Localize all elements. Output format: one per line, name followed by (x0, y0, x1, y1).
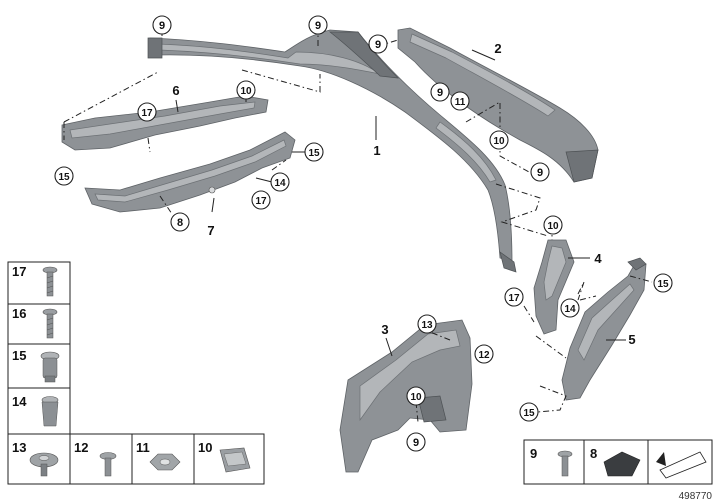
callout-10-mid: 10 (489, 130, 509, 150)
fastener-10-speed-nut-icon (219, 447, 251, 473)
callout-15-bracket: 15 (304, 142, 324, 162)
part-4-bracket (533, 239, 575, 335)
fastener-17-screw-icon (42, 266, 58, 297)
callout-8: 8 (170, 212, 190, 232)
callout-9-top-mid: 9 (308, 15, 328, 35)
legend-label-10: 10 (198, 440, 212, 455)
callout-17-right: 17 (504, 287, 524, 307)
fastener-legend-left: 17 16 15 14 13 12 11 10 (7, 261, 265, 485)
callout-9-right: 9 (530, 162, 550, 182)
callout-label: 11 (455, 97, 466, 108)
callout-label: 9 (159, 20, 165, 32)
callout-label: 17 (508, 293, 520, 304)
fastener-9-screw-icon (557, 450, 573, 477)
callout-label: 8 (177, 217, 183, 229)
part-number-7: 7 (207, 223, 214, 238)
callout-9-mid: 9 (430, 82, 450, 102)
fastener-14-clip-icon (41, 396, 59, 427)
callout-label: 9 (375, 39, 381, 51)
callout-15-right: 15 (653, 273, 673, 293)
callout-label: 9 (537, 167, 543, 179)
callout-label: 10 (547, 221, 559, 232)
callout-17-bracket: 17 (137, 102, 157, 122)
dash-leaders (63, 26, 653, 423)
callout-label: 14 (564, 304, 576, 315)
part-7-rail (84, 131, 296, 213)
part-number-6: 6 (172, 83, 179, 98)
callout-17-lower: 17 (251, 190, 271, 210)
part-symbol-icon (656, 451, 707, 479)
callout-10-bracket: 10 (236, 80, 256, 100)
callout-15-bottom: 15 (519, 402, 539, 422)
callout-label: 15 (523, 408, 535, 419)
callout-14-bracket: 14 (270, 172, 290, 192)
legend-label-13: 13 (12, 440, 26, 455)
callout-11-mid: 11 (450, 91, 470, 111)
part-1-channel (147, 29, 517, 273)
callout-label: 9 (437, 87, 443, 99)
callout-label: 15 (308, 148, 320, 159)
callout-9-top-left: 9 (152, 15, 172, 35)
fastener-legend-right: 9 8 (523, 439, 713, 485)
part-5-bracket (561, 257, 647, 401)
callout-15-left: 15 (54, 166, 74, 186)
legend-label-17: 17 (12, 264, 26, 279)
part-6-rail (61, 95, 269, 151)
callouts: 9 9 9 2 6 10 17 9 11 1 10 15 15 14 17 8 … (54, 15, 673, 452)
fastener-12-screw-icon (99, 452, 117, 477)
legend-label-11: 11 (136, 440, 150, 455)
callout-label: 9 (413, 437, 419, 449)
part-3-bracket (339, 319, 473, 473)
fastener-16-screw-icon (42, 308, 58, 339)
callout-label: 10 (240, 86, 252, 97)
callout-label: 12 (478, 350, 490, 361)
legend-label-15: 15 (12, 348, 26, 363)
callout-9-top-right: 9 (368, 34, 388, 54)
callout-label: 15 (657, 279, 669, 290)
diagram-reference-number: 498770 (679, 491, 713, 502)
callout-label: 9 (315, 20, 321, 32)
callout-label: 10 (410, 392, 422, 403)
fastener-15-nut-icon (40, 351, 60, 383)
legend-label-8: 8 (590, 446, 597, 461)
callout-label: 17 (255, 196, 267, 207)
callout-10-low: 10 (406, 386, 426, 406)
callout-label: 10 (493, 136, 505, 147)
solid-leaders (175, 49, 626, 357)
fastener-11-nut-icon (149, 453, 181, 471)
callout-label: 14 (274, 178, 286, 189)
callout-label: 15 (58, 172, 70, 183)
part-number-5: 5 (628, 332, 635, 347)
callout-label: 17 (141, 108, 153, 119)
legend-label-9: 9 (530, 446, 537, 461)
legend-label-14: 14 (12, 394, 27, 409)
part-number-1: 1 (373, 143, 380, 158)
fastener-13-grommet-icon (29, 452, 59, 477)
part-number-4: 4 (594, 251, 602, 266)
callout-12-mid: 12 (474, 344, 494, 364)
callout-9-low: 9 (406, 432, 426, 452)
part-number-3: 3 (381, 322, 388, 337)
callout-label: 13 (421, 320, 433, 331)
callout-14-right: 14 (560, 298, 580, 318)
callout-10-right: 10 (543, 215, 563, 235)
callout-13-mid: 13 (417, 314, 437, 334)
part-number-2: 2 (494, 41, 501, 56)
fastener-8-clip-icon (603, 451, 641, 477)
legend-label-12: 12 (74, 440, 88, 455)
legend-label-16: 16 (12, 306, 26, 321)
